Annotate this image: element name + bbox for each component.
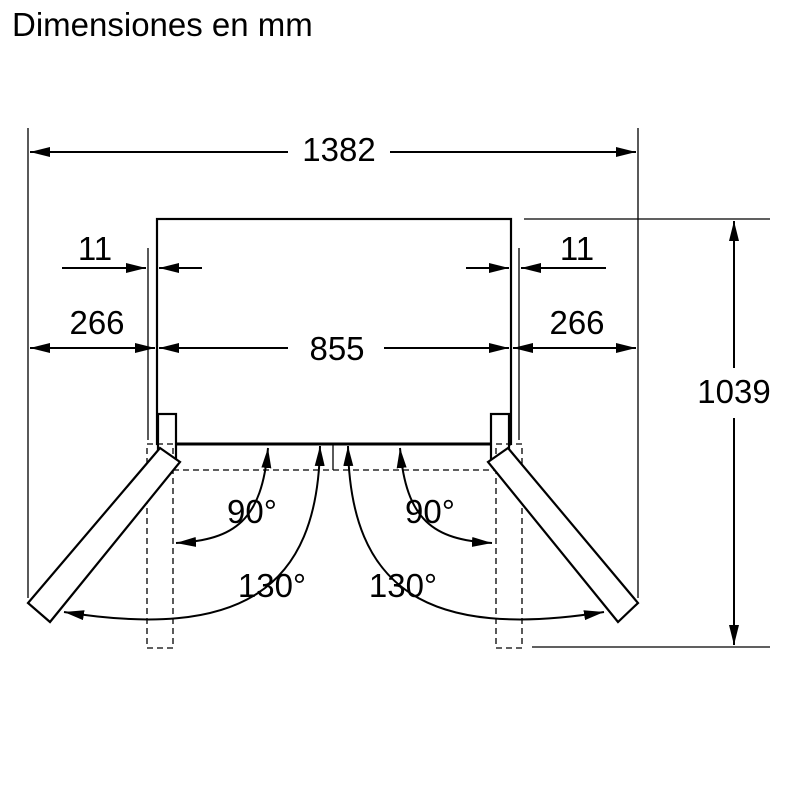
label-angle-right-130: 130° [369, 567, 437, 604]
label-total-width: 1382 [302, 131, 375, 168]
label-width: 855 [309, 330, 364, 367]
appliance-body [155, 217, 513, 446]
door-left-open [26, 446, 182, 624]
angle-arc-left-130 [63, 445, 325, 621]
label-swing-left: 266 [69, 304, 124, 341]
page-title: Dimensiones en mm [12, 6, 313, 43]
label-angle-left-130: 130° [238, 567, 306, 604]
label-depth: 1039 [697, 373, 770, 410]
angle-arc-right-130 [343, 445, 605, 621]
label-angle-right-90: 90° [405, 493, 455, 530]
door-right-open [486, 446, 640, 624]
label-swing-right: 266 [549, 304, 604, 341]
label-gap-right: 11 [560, 230, 594, 267]
label-angle-left-90: 90° [227, 493, 277, 530]
label-gap-left: 11 [78, 230, 112, 267]
